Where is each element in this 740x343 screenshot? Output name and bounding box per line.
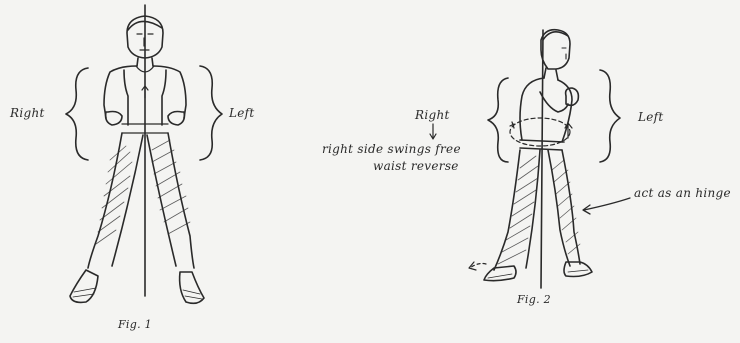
fig2-right-arrow [430, 124, 436, 139]
fig2-left-label: Left [638, 110, 664, 124]
fig2-right-brace [488, 78, 508, 162]
figure-1-drawing [66, 5, 222, 303]
fig1-left-brace [200, 66, 222, 160]
fig2-center-axis [541, 30, 543, 288]
fig1-caption: Fig. 1 [118, 318, 152, 331]
fig2-note-line1: right side swings free [322, 142, 461, 156]
fig2-right-label: Right [415, 108, 450, 122]
fig1-left-shoe [70, 270, 98, 302]
fig1-left-label: Left [229, 106, 255, 120]
fig1-right-brace [66, 68, 88, 160]
fig2-caption: Fig. 2 [517, 293, 551, 306]
fig2-back-shoe [484, 266, 516, 281]
fig1-right-label: Right [10, 106, 45, 120]
fig2-hinge-label: act as an hinge [634, 186, 731, 200]
fig2-left-brace [600, 70, 620, 162]
fig2-note-line2: waist reverse [373, 159, 459, 173]
fig2-rotation-circle [510, 118, 570, 146]
fig2-head [541, 30, 570, 69]
fig2-arm [540, 92, 568, 112]
fig2-hinge-arrow [583, 198, 630, 214]
fig2-legs [494, 150, 580, 270]
fig2-front-shoe [564, 262, 592, 277]
figure-2-drawing [469, 30, 630, 288]
